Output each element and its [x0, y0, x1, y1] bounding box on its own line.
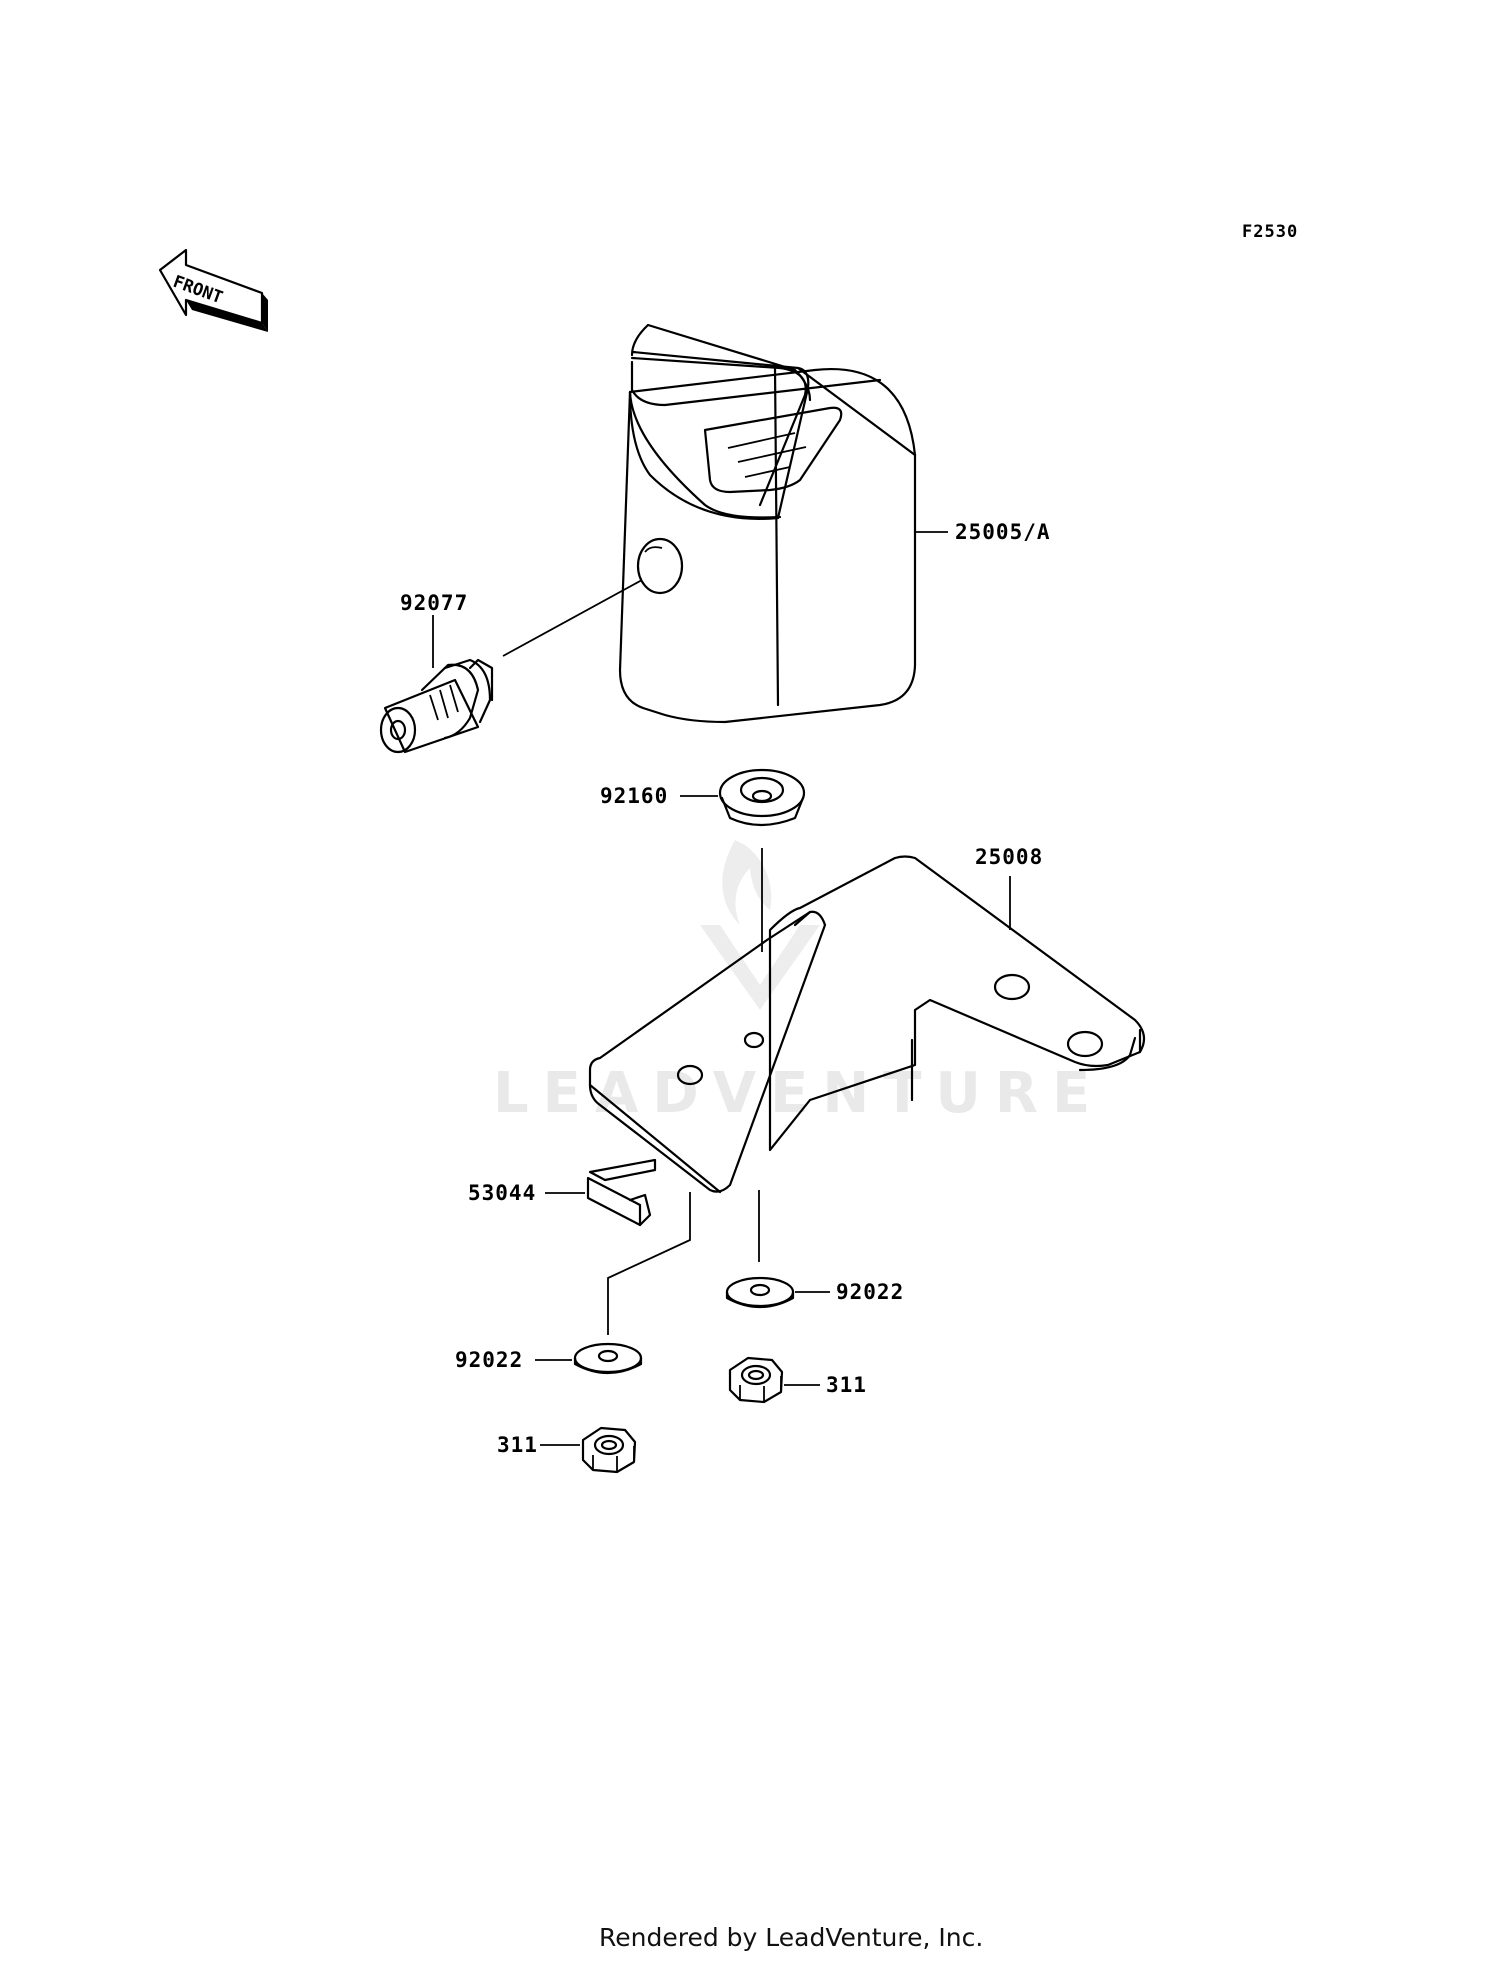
- washer-right-part: 92022: [725, 1276, 904, 1308]
- watermark-text: LEADVENTURE: [493, 1061, 1104, 1126]
- figure-code: F2530: [1242, 222, 1298, 242]
- footer-credit: Rendered by LeadVenture, Inc.: [599, 1923, 983, 1952]
- nut-left-label: 311: [497, 1433, 538, 1457]
- bracket-part: 25008: [588, 845, 1146, 1194]
- washer-left-label: 92022: [455, 1348, 523, 1372]
- bracket-label: 25008: [975, 845, 1043, 869]
- cover-label: 25005/A: [955, 520, 1051, 544]
- leadventure-watermark: LEADVENTURE: [493, 840, 1104, 1126]
- front-arrow-icon: FRONT: [158, 248, 268, 332]
- knob-part: 92077: [379, 579, 643, 754]
- leader-left: [607, 1192, 691, 1335]
- nut-left-part: 311: [497, 1426, 637, 1474]
- nut-right-label: 311: [826, 1373, 867, 1397]
- grommet-label: 92160: [600, 784, 668, 808]
- grommet-part: 92160: [600, 768, 806, 952]
- washer-right-label: 92022: [836, 1280, 904, 1304]
- nut-right-part: 311: [728, 1356, 867, 1404]
- knob-label: 92077: [400, 591, 468, 615]
- clip-label: 53044: [468, 1181, 536, 1205]
- washer-left-part: 92022: [455, 1342, 643, 1374]
- clip-part: 53044: [468, 1158, 657, 1227]
- cover-part: 25005/A: [618, 323, 1051, 724]
